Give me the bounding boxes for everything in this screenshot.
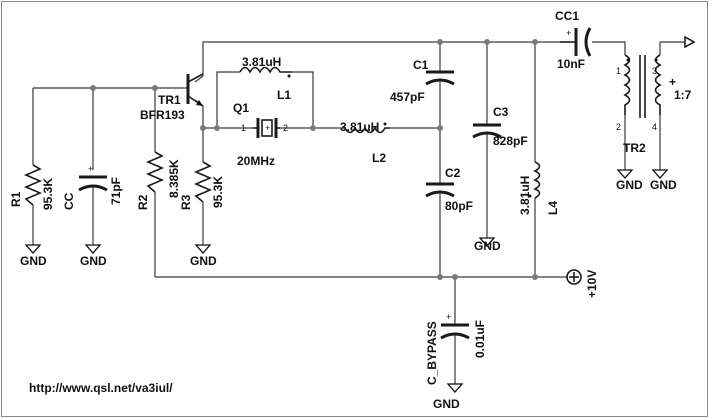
q1-plus-label: + — [265, 123, 270, 133]
ground-cc-icon — [84, 244, 102, 254]
tr1-ref-label: TR1 — [158, 93, 181, 107]
r2-value-label: 8.385K — [167, 159, 181, 198]
l1-value-label: 3.81uH — [242, 55, 281, 69]
inductor-l2-symbol — [344, 122, 390, 134]
capacitor-c2-symbol — [425, 182, 455, 198]
ground-tr2-primary-icon — [616, 169, 634, 179]
ground-tr2-secondary-icon — [651, 169, 669, 179]
output-port-icon — [684, 35, 696, 49]
tr2-ref-label: TR2 — [623, 141, 646, 155]
q1-pin2-label: 2 — [283, 123, 288, 133]
wires — [32, 41, 685, 384]
c1-value-label: 457pF — [390, 90, 425, 104]
l4-value-label: 3.81uH — [518, 176, 532, 215]
capacitor-bypass-symbol — [440, 323, 470, 340]
l2-ref-label: L2 — [372, 151, 386, 165]
gnd-cc-label: GND — [80, 254, 107, 268]
crystal-q1-symbol — [253, 118, 280, 138]
supply-symbol — [566, 269, 582, 285]
ground-r1-icon — [24, 244, 42, 254]
c1-ref-label: C1 — [413, 58, 429, 72]
r1-value-label: 95.3K — [41, 178, 55, 210]
transformer-tr2-symbol — [623, 54, 662, 118]
inductor-l4-symbol — [528, 161, 541, 199]
l4-ref-label: L4 — [546, 201, 560, 215]
bypass-ref-label: C_BYPASS — [425, 321, 439, 385]
bypass-value-label: 0.01uF — [473, 320, 487, 358]
capacitor-c3-symbol — [472, 123, 502, 139]
gnd-tr2-secondary-label: GND — [650, 178, 677, 192]
inductor-l1-symbol — [239, 66, 292, 78]
ground-r3-icon — [194, 244, 212, 254]
cc-value-label: 71pF — [109, 177, 123, 205]
tr1-part-label: BFR193 — [140, 108, 185, 122]
r3-value-label: 95.3K — [211, 176, 225, 208]
resistor-r3-symbol — [193, 161, 213, 203]
r1-ref-label: R1 — [9, 191, 23, 207]
tr2-plus-label: + — [669, 75, 676, 89]
c2-value-label: 80pF — [445, 199, 473, 213]
r3-ref-label: R3 — [179, 194, 193, 210]
gnd-r3-label: GND — [190, 254, 217, 268]
tr2-pin2-label: 2 — [616, 122, 621, 132]
r2-ref-label: R2 — [136, 194, 150, 210]
c3-value-label: 828pF — [493, 134, 528, 148]
q1-ref-label: Q1 — [233, 101, 249, 115]
gnd-c3-label: GND — [474, 239, 501, 253]
c2-ref-label: C2 — [445, 166, 461, 180]
junction-dots — [90, 39, 538, 280]
cc-ref-label: CC — [62, 192, 76, 210]
l2-value-label: 3.81uH — [340, 120, 379, 134]
bypass-plus-label: + — [446, 312, 451, 322]
ground-bypass-icon — [446, 383, 464, 393]
capacitor-cc1-symbol — [560, 27, 592, 57]
gnd-tr2-primary-label: GND — [616, 178, 643, 192]
cc1-ref-label: CC1 — [555, 9, 579, 23]
tr2-ratio-label: 1:7 — [674, 88, 692, 102]
c3-ref-label: C3 — [493, 105, 509, 119]
supply-label: +10V — [585, 270, 599, 298]
cc1-plus-label: + — [566, 28, 571, 38]
tr2-pin4-label: 4 — [652, 122, 657, 132]
tr2-pin3-label: 3 — [652, 66, 657, 76]
q1-value-label: 20MHz — [237, 154, 275, 168]
gnd-r1-label: GND — [20, 254, 47, 268]
cc-plus-label: + — [88, 164, 93, 174]
gnd-bypass-label: GND — [433, 397, 460, 411]
tr2-pin1-label: 1 — [616, 66, 621, 76]
cc1-value-label: 10nF — [557, 57, 585, 71]
capacitor-c1-symbol — [425, 70, 455, 86]
q1-pin1-label: 1 — [241, 123, 246, 133]
resistor-r1-symbol — [23, 164, 43, 206]
resistor-r2-symbol — [145, 151, 165, 193]
ground-c3-icon — [478, 237, 496, 247]
transistor-tr1-symbol — [186, 73, 204, 107]
footer-url-text: http://www.qsl.net/va3iul/ — [29, 381, 173, 395]
l1-ref-label: L1 — [277, 88, 291, 102]
capacitor-cc-symbol — [78, 175, 108, 192]
